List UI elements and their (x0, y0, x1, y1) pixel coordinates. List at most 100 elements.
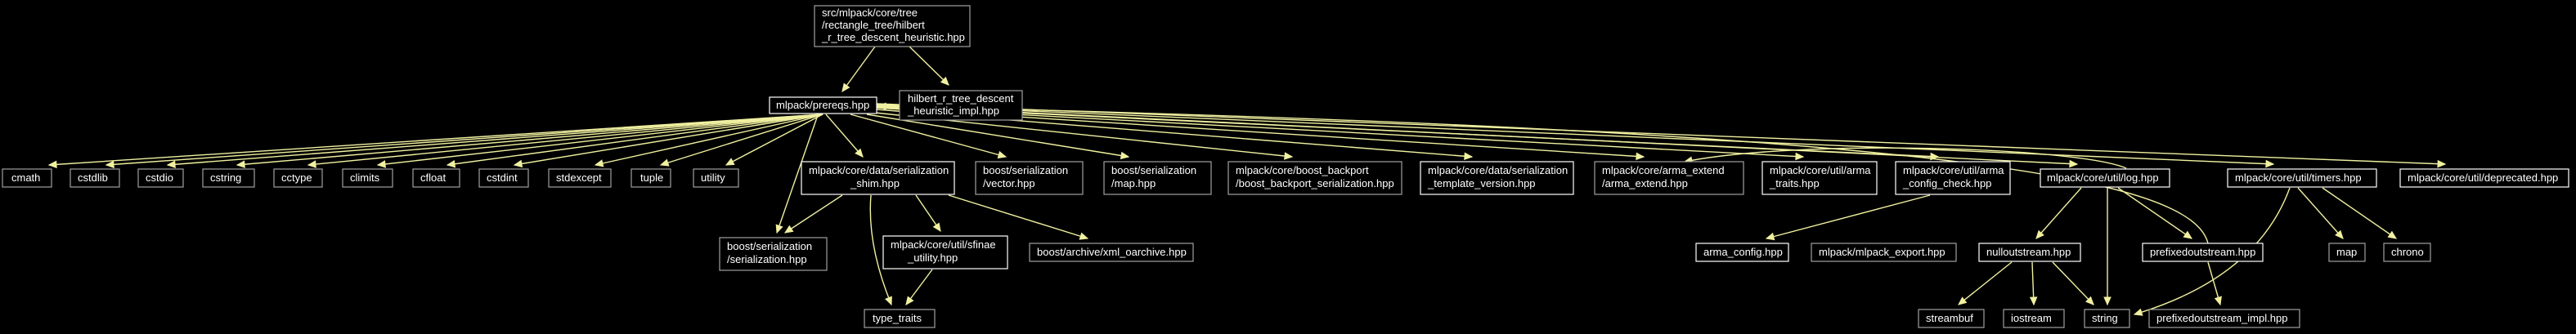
arrowhead (775, 224, 783, 234)
svg-text:boost/serialization/vector.hpp: boost/serialization/vector.hpp (983, 164, 1068, 189)
svg-text:climits: climits (350, 171, 380, 184)
cfloat-node[interactable]: cfloat (412, 168, 460, 188)
cstdlib-node[interactable]: cstdlib (70, 168, 120, 188)
arma-traits-node[interactable]: mlpack/core/util/arma_traits.hpp (1761, 161, 1878, 195)
log-node[interactable]: mlpack/core/util/log.hpp (2040, 168, 2170, 188)
template-version-node[interactable]: mlpack/core/data/serialization_template_… (1420, 161, 1574, 195)
edge-line (2035, 187, 2082, 239)
edge-timers-to-chrono (2322, 187, 2398, 239)
file-nodes: src/mlpack/core/tree/rectangle_tree/hilb… (2, 5, 2569, 328)
arrowhead (376, 160, 386, 168)
arrowhead (659, 158, 670, 167)
arrowhead (2035, 229, 2044, 239)
arrowhead (932, 222, 941, 233)
arrowhead (513, 159, 523, 168)
sfinae-utility-node[interactable]: mlpack/core/util/sfinae_utility.hpp (882, 235, 1008, 269)
edge-line (1958, 261, 2013, 305)
prefixedoutstream-node[interactable]: prefixedoutstream.hpp (2142, 243, 2264, 262)
arrowhead (905, 296, 914, 305)
svg-text:mlpack/core/arma_extend/arma_e: mlpack/core/arma_extend/arma_extend.hpp (1602, 164, 1725, 189)
arma-config-check-node[interactable]: mlpack/core/util/arma_config_check.hpp (1895, 161, 2011, 195)
edge-shim-to-boost_serialization (783, 194, 843, 234)
arrowhead (1079, 232, 1089, 240)
edge-log-to-nulloutstream (2035, 187, 2082, 239)
edge-line (876, 106, 1804, 158)
arma-config-node[interactable]: arma_config.hpp (1695, 243, 1789, 262)
svg-text:mlpack/mlpack_export.hpp: mlpack/mlpack_export.hpp (1819, 246, 1945, 258)
svg-text:tuple: tuple (640, 171, 663, 184)
climits-node[interactable]: climits (342, 168, 393, 188)
edge-prefixedoutstream-to-prereqs (877, 102, 2209, 244)
boost-map-node[interactable]: boost/serialization/map.hpp (1103, 161, 1212, 195)
string-node[interactable]: string (2084, 309, 2130, 328)
cstdio-node[interactable]: cstdio (137, 168, 184, 188)
cmath-node[interactable]: cmath (2, 168, 52, 188)
utility-node[interactable]: utility (693, 168, 739, 188)
edge-prereqs-to-cfloat (446, 114, 824, 168)
boost-vector-node[interactable]: boost/serialization/vector.hpp (975, 161, 1084, 195)
edge-log-to-string (2103, 188, 2112, 306)
edge-sfinae-to-type_traits (905, 269, 933, 305)
edge-root-to-hilbert_impl (909, 46, 949, 86)
stdexcept-node[interactable]: stdexcept (548, 168, 612, 188)
svg-text:mlpack/core/util/log.hpp: mlpack/core/util/log.hpp (2047, 171, 2159, 184)
type-traits-node[interactable]: type_traits (864, 309, 936, 328)
arrowhead (2387, 230, 2398, 239)
serialization-shim-node[interactable]: mlpack/core/data/serialization_shim.hpp (801, 161, 955, 195)
arrowhead (105, 160, 114, 169)
arma-extend-node[interactable]: mlpack/core/arma_extend/arma_extend.hpp (1594, 161, 1744, 195)
edge-line (105, 114, 824, 166)
hilbert-impl-node[interactable]: hilbert_r_tree_descent_heuristic_impl.hp… (899, 90, 1023, 121)
edge-line (236, 114, 824, 166)
edge-line (784, 194, 843, 234)
edge-nulloutstream-to-string (2052, 261, 2094, 305)
timers-node[interactable]: mlpack/core/util/timers.hpp (2227, 168, 2377, 188)
edge-prereqs-to-cstring (236, 114, 824, 168)
cstdint-node[interactable]: cstdint (478, 168, 529, 188)
arrowhead (884, 296, 892, 306)
arrowhead (2133, 308, 2143, 316)
svg-text:prefixedoutstream_impl.hpp: prefixedoutstream_impl.hpp (2156, 312, 2287, 324)
nulloutstream-node[interactable]: nulloutstream.hpp (1978, 243, 2081, 262)
edge-prereqs-to-utility (725, 114, 824, 166)
streambuf-node[interactable]: streambuf (1918, 309, 1985, 328)
edge-line (660, 114, 824, 166)
tuple-node[interactable]: tuple (631, 168, 671, 188)
svg-text:cstring: cstring (210, 171, 241, 184)
iostream-node[interactable]: iostream (2003, 309, 2065, 328)
boost-serialization-node[interactable]: boost/serialization/serialization.hpp (719, 237, 828, 271)
svg-text:type_traits: type_traits (873, 312, 922, 324)
chrono-node[interactable]: chrono (2383, 243, 2431, 262)
root-file-node[interactable]: src/mlpack/core/tree/rectangle_tree/hilb… (814, 5, 971, 47)
xml-oarchive-node[interactable]: boost/archive/xml_oarchive.hpp (1029, 243, 1194, 262)
mlpack-export-node[interactable]: mlpack/mlpack_export.hpp (1811, 243, 1957, 262)
cstring-node[interactable]: cstring (202, 168, 255, 188)
edge-line (48, 114, 824, 166)
edge-timers-to-map (2297, 187, 2344, 239)
svg-text:cstdint: cstdint (487, 171, 518, 184)
edge-prereqs-to-boost_map (866, 114, 1130, 160)
arrowhead (47, 160, 57, 169)
svg-text:cstdlib: cstdlib (78, 171, 108, 184)
arrowhead (2214, 296, 2222, 306)
arrowhead (1958, 296, 1968, 305)
svg-text:chrono: chrono (2391, 246, 2424, 258)
edge-line (877, 105, 2209, 244)
edge-line (2297, 187, 2344, 239)
svg-text:mlpack/core/util/arma_config_c: mlpack/core/util/arma_config_check.hpp (1902, 164, 2004, 189)
edge-line (866, 114, 1129, 158)
svg-text:utility: utility (701, 171, 725, 184)
boost-backport-node[interactable]: mlpack/core/boost_backport/boost_backpor… (1227, 161, 1402, 195)
deprecated-node[interactable]: mlpack/core/util/deprecated.hpp (2399, 168, 2569, 188)
arrowhead (2265, 159, 2275, 168)
edge-nulloutstream-to-iostream (2029, 261, 2038, 306)
map-node[interactable]: map (2328, 243, 2366, 262)
arrowhead (783, 225, 794, 234)
prefixedoutstream-impl-node[interactable]: prefixedoutstream_impl.hpp (2148, 309, 2300, 328)
edge-line (776, 114, 819, 234)
arrowhead (2069, 159, 2079, 168)
prereqs-node[interactable]: mlpack/prereqs.hpp (769, 96, 877, 114)
cctype-node[interactable]: cctype (273, 168, 323, 188)
svg-text:prefixedoutstream.hpp: prefixedoutstream.hpp (2150, 246, 2255, 258)
arrowhead (940, 76, 949, 86)
